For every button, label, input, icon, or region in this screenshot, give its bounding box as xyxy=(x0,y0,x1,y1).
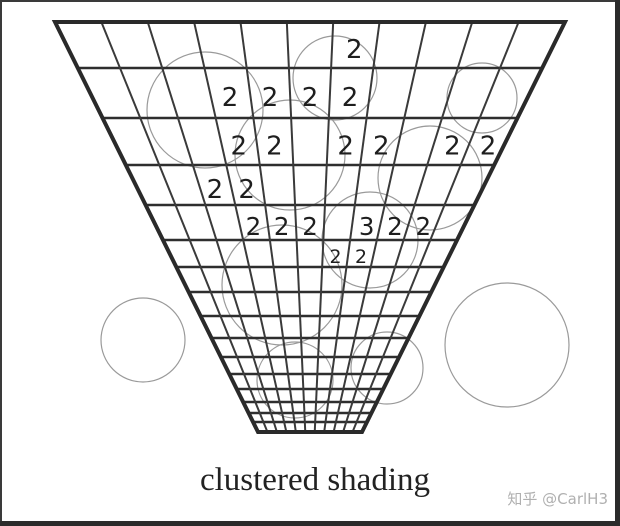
grid-column-line xyxy=(351,22,520,432)
cell-light-count: 2 xyxy=(330,246,342,268)
cell-light-count: 2 xyxy=(342,83,359,113)
cell-light-count: 2 xyxy=(222,83,239,113)
grid-columns xyxy=(100,22,520,432)
cell-light-count: 2 xyxy=(302,83,319,113)
cell-light-count: 2 xyxy=(207,175,224,205)
cell-light-count: 2 xyxy=(346,35,363,65)
light-circle xyxy=(146,51,264,169)
grid-column-line xyxy=(146,22,278,432)
light-circle xyxy=(446,62,518,134)
grid-column-line xyxy=(313,22,335,432)
grid-column-line xyxy=(285,22,307,432)
light-circle xyxy=(444,282,570,408)
cell-light-count: 2 xyxy=(266,131,283,161)
grid-rows xyxy=(77,66,543,424)
cell-light-count: 2 xyxy=(480,131,497,161)
cell-light-count: 2 xyxy=(373,131,390,161)
cell-light-count: 3 xyxy=(359,212,375,241)
watermark: 知乎 @CarlH3 xyxy=(507,490,608,508)
light-volumes xyxy=(100,35,570,419)
light-circle xyxy=(100,297,186,383)
grid-column-line xyxy=(323,22,381,432)
cell-light-count: 2 xyxy=(238,175,255,205)
cell-light-count: 2 xyxy=(337,131,354,161)
grid-column-line xyxy=(100,22,269,432)
cell-light-count: 2 xyxy=(355,246,367,268)
cell-light-count: 2 xyxy=(246,212,262,241)
light-circle xyxy=(377,125,483,231)
figure-canvas xyxy=(2,2,615,521)
window-edge-right xyxy=(615,0,620,526)
cell-light-count: 2 xyxy=(262,83,279,113)
cell-light-count: 2 xyxy=(387,212,403,241)
grid-column-line xyxy=(332,22,427,432)
light-circle xyxy=(256,341,334,419)
light-circle xyxy=(221,224,343,346)
light-circle xyxy=(292,35,378,121)
cell-light-count: 2 xyxy=(444,131,461,161)
cell-light-count: 2 xyxy=(415,212,431,241)
window-edge-bottom xyxy=(0,521,620,526)
grid-column-line xyxy=(239,22,297,432)
cell-light-count: 2 xyxy=(231,131,248,161)
grid-column-line xyxy=(342,22,474,432)
cell-light-count: 2 xyxy=(274,212,290,241)
figure-caption: clustered shading xyxy=(199,462,431,498)
light-circle xyxy=(350,331,424,405)
grid-column-line xyxy=(193,22,288,432)
frustum-outline xyxy=(51,20,569,434)
cell-light-count: 2 xyxy=(302,212,318,241)
